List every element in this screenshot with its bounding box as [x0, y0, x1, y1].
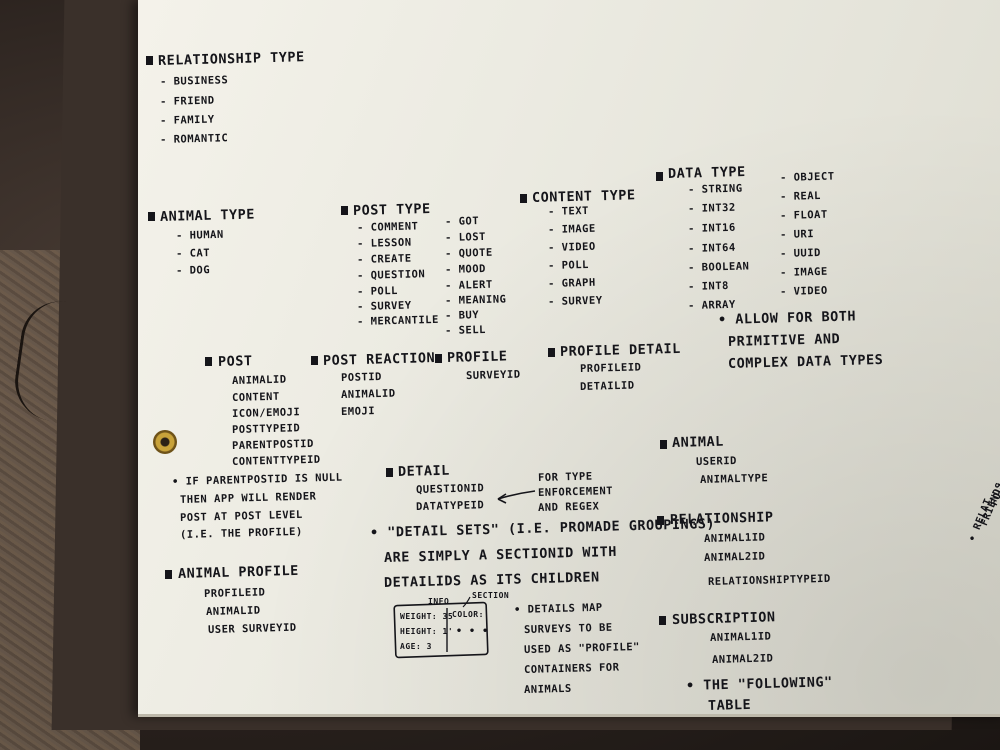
sketch-info-label: Info [428, 597, 450, 606]
sketch-row: Age: 3 [400, 642, 432, 651]
sketch-row: Height: 1' [400, 627, 454, 636]
bullet-square-icon [205, 357, 212, 366]
bullet-square-icon [165, 570, 172, 579]
sketch-row: Weight: 35 [400, 612, 454, 621]
bullet-square-icon [659, 616, 666, 625]
bullet-square-icon [146, 56, 153, 65]
bullet-square-icon [657, 516, 664, 525]
arrow-head-icon [497, 493, 507, 504]
bullet-square-icon [148, 212, 155, 221]
sketch-color: Color: [452, 610, 484, 619]
bullet-square-icon [548, 348, 555, 357]
bullet-square-icon [520, 194, 527, 203]
sketch-ellipsis: • • • [456, 626, 489, 637]
bullet-square-icon [435, 354, 442, 363]
bullet-square-icon [660, 440, 667, 449]
sketch-section-label: Section [472, 591, 510, 600]
sketch-pointer [462, 596, 471, 608]
grommet-icon [153, 430, 177, 454]
bullet-square-icon [311, 356, 318, 365]
bullet-square-icon [386, 468, 393, 477]
whiteboard [138, 0, 1000, 717]
sketch-box [393, 601, 489, 659]
bullet-square-icon [656, 172, 663, 181]
bullet-square-icon [341, 206, 348, 215]
